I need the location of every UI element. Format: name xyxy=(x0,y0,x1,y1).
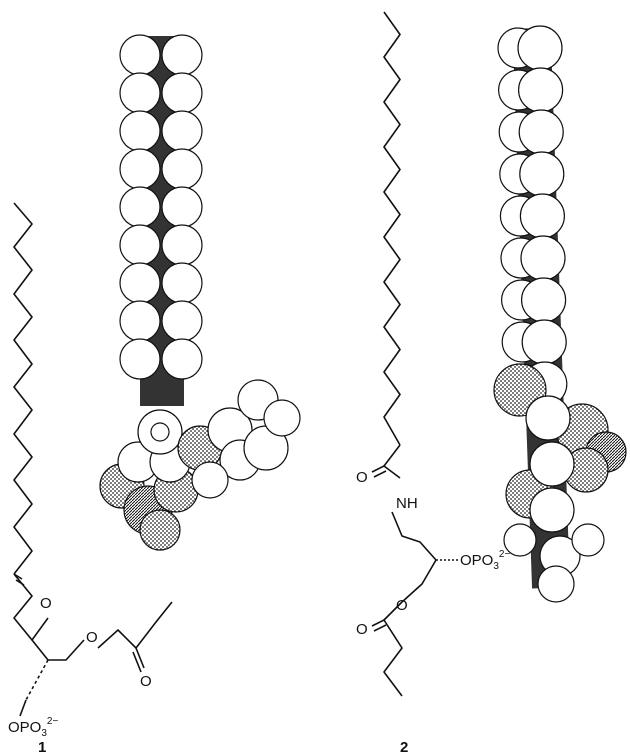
compound-1-model-chain xyxy=(119,34,203,380)
model-atom xyxy=(161,300,203,342)
model-atom xyxy=(521,319,567,365)
model-atom xyxy=(519,193,566,239)
compound-2-phosphate: OPO32− xyxy=(460,549,510,572)
compound-1-ketone-bond xyxy=(13,573,23,580)
model-atom xyxy=(161,72,203,114)
compound-2-amide-link xyxy=(383,444,401,479)
compound-1-ester-link xyxy=(31,639,85,661)
compound-1-ester-o: O xyxy=(86,629,98,646)
compound-1-backbone xyxy=(13,573,49,641)
model-atom xyxy=(518,109,564,155)
model-atom xyxy=(119,224,161,266)
compound-1-ester-carbonyl-o: O xyxy=(140,673,152,690)
model-atom xyxy=(161,34,203,76)
model-atom xyxy=(161,224,203,266)
compound-1-alkyl-chain xyxy=(13,202,33,575)
compound-1-stereo-dashed-bond xyxy=(25,659,49,701)
compound-1-number: 1 xyxy=(38,739,46,756)
compound-1-phosphate: OPO32− xyxy=(8,716,58,739)
model-atom xyxy=(119,262,161,304)
model-atom xyxy=(119,186,161,228)
compound-2-ester-o: O xyxy=(396,597,408,614)
compound-2-glycerol-backbone xyxy=(391,511,437,603)
compound-1-skeletal-formula xyxy=(13,202,173,717)
model-atom xyxy=(517,67,564,113)
model-atom xyxy=(520,277,567,323)
compound-1-carbonyl-o: O xyxy=(40,595,52,612)
compound-2-skeletal-formula xyxy=(371,11,458,697)
model-atom xyxy=(161,338,203,380)
compound-2-alkyl-chain xyxy=(383,11,401,446)
model-atom xyxy=(520,235,566,281)
model-atom xyxy=(161,148,203,190)
compound-2-amide-o: O xyxy=(356,469,368,486)
compound-2-butanoyl xyxy=(383,601,403,697)
model-atom xyxy=(119,34,161,76)
compound-2-nh: NH xyxy=(396,495,418,512)
model-atom xyxy=(119,338,161,380)
model-atom xyxy=(161,110,203,152)
model-atom xyxy=(161,262,203,304)
compound-2-ester-carbonyl-o: O xyxy=(356,621,368,638)
compound-2-model-headgroup xyxy=(493,363,627,603)
model-atom xyxy=(517,25,563,71)
compound-2-labels: O NH OPO32− O O 2 xyxy=(356,469,510,756)
model-atom xyxy=(119,110,161,152)
model-atom xyxy=(119,300,161,342)
model-atom xyxy=(119,72,161,114)
model-atom xyxy=(161,186,203,228)
compound-2-model-chain xyxy=(497,25,568,407)
model-atom xyxy=(119,148,161,190)
compound-2-space-filling-model xyxy=(493,25,627,603)
compound-1-butanoyl xyxy=(97,601,173,649)
compound-1-labels: O O O OPO32− 1 xyxy=(8,595,152,756)
compound-1-model-headgroup xyxy=(99,379,301,551)
model-atom xyxy=(519,151,565,197)
compound-2-number: 2 xyxy=(400,739,408,756)
compound-1-space-filling-model xyxy=(99,34,301,551)
